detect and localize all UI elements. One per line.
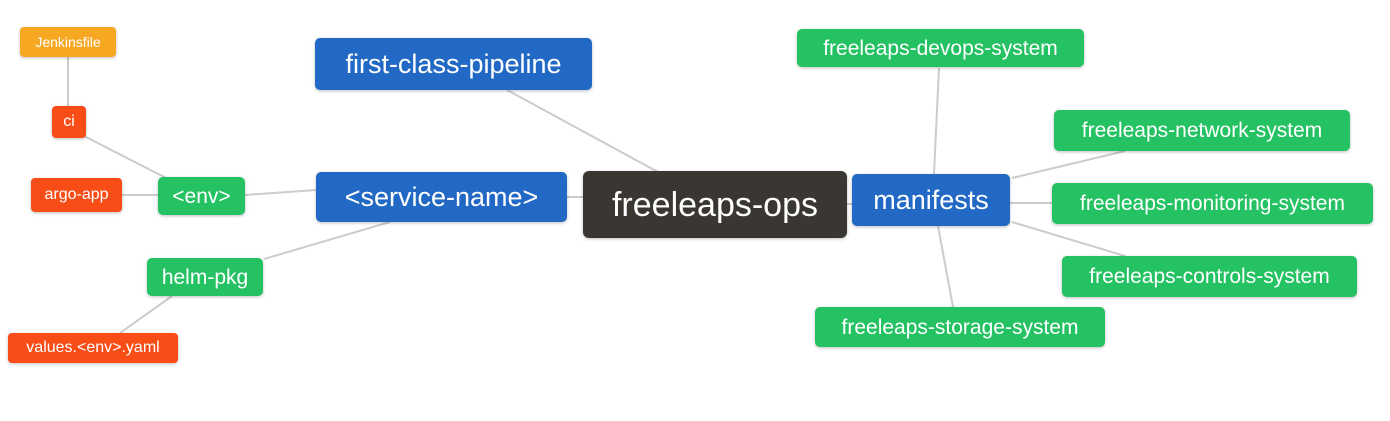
node-values-env-yaml[interactable]: values.<env>.yaml bbox=[8, 333, 178, 363]
node-jenkinsfile[interactable]: Jenkinsfile bbox=[20, 27, 116, 57]
edge-ci-env bbox=[83, 135, 167, 179]
edge-manifests-controls bbox=[1011, 221, 1126, 257]
edge-env-service-name bbox=[244, 189, 317, 196]
node-freeleaps-controls-system[interactable]: freeleaps-controls-system bbox=[1062, 256, 1357, 297]
node-manifests[interactable]: manifests bbox=[852, 174, 1010, 226]
node-argo-app[interactable]: argo-app bbox=[31, 178, 122, 212]
node-freeleaps-network-system[interactable]: freeleaps-network-system bbox=[1054, 110, 1350, 151]
node-service-name[interactable]: <service-name> bbox=[316, 172, 567, 222]
edge-pipeline-ops bbox=[506, 89, 659, 173]
node-freeleaps-devops-system[interactable]: freeleaps-devops-system bbox=[797, 29, 1084, 67]
node-first-class-pipeline[interactable]: first-class-pipeline bbox=[315, 38, 592, 90]
edge-manifests-storage bbox=[937, 225, 954, 308]
node-helm-pkg[interactable]: helm-pkg bbox=[147, 258, 263, 296]
node-freeleaps-monitoring-system[interactable]: freeleaps-monitoring-system bbox=[1052, 183, 1373, 224]
node-ci[interactable]: ci bbox=[52, 106, 86, 138]
node-freeleaps-ops[interactable]: freeleaps-ops bbox=[583, 171, 847, 238]
edge-helm-pkg-service-name bbox=[263, 221, 391, 260]
edge-manifests-devops bbox=[933, 67, 940, 175]
edge-values-yaml-helm-pkg bbox=[119, 295, 173, 334]
edge-group bbox=[67, 57, 1126, 334]
node-env[interactable]: <env> bbox=[158, 177, 245, 215]
edge-manifests-network bbox=[1011, 150, 1126, 179]
node-freeleaps-storage-system[interactable]: freeleaps-storage-system bbox=[815, 307, 1105, 347]
